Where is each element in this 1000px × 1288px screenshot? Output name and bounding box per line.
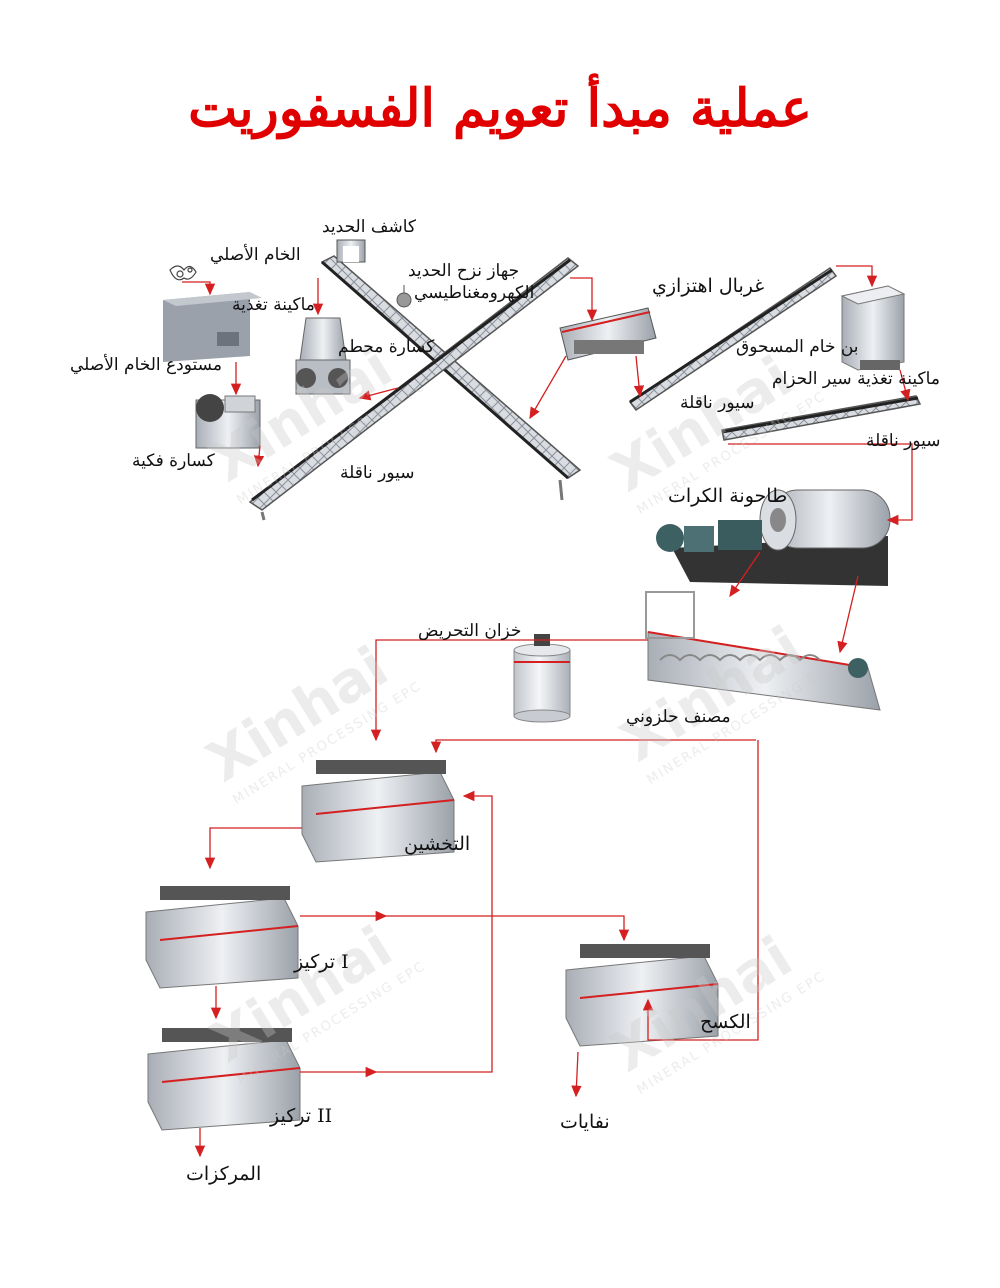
flotation-cell-cleaning-2 [147,1028,301,1131]
vibrating-screen [559,307,657,361]
cone-crusher [295,317,351,395]
electromagnetic-remover [396,285,412,308]
label-crushed-ore-bin: بن خام المسحوق [736,337,859,357]
label-iron-detector: كاشف الحديد [322,217,416,237]
belt-conveyor-b [248,257,580,521]
flotation-cell-scavenging [565,944,719,1047]
belt-conveyor-c [628,266,838,412]
label-feeder: ماكينة تغذية [232,295,315,315]
label-belt-feeder: ماكينة تغذية سير الحزام [772,369,940,389]
ball-mill [656,489,891,586]
label-raw-ore: الخام الأصلي [210,245,301,265]
crushed-ore-bin [840,285,906,371]
page-title: عملية مبدأ تعويم الفسفوريت [188,78,812,139]
label-ball-mill: طاحونة الكرات [668,485,788,507]
label-tailings: نفايات [560,1111,610,1133]
label-agitation-tank: خزان التحريض [418,621,522,641]
belt-conveyor-a [320,255,582,501]
iron-detector [336,239,366,263]
belt-conveyor-d [721,395,922,441]
agitation-tank [513,634,571,723]
label-raw-ore-bin: مستودع الخام الأصلي [70,355,222,375]
spiral-classifier [645,591,881,711]
label-spiral-classifier: مصنف حلزوني [626,707,731,727]
label-scavenging: الكسح [700,1011,751,1033]
label-vibrating-screen: غربال اهتزازي [652,275,765,297]
flotation-cell-cleaning-1 [145,886,299,989]
label-roughing: التخشين [404,833,471,855]
label-cone-crusher: كسارة محطم [338,337,435,357]
flotation-cell-roughing [301,760,455,863]
label-belt-conveyor-2: سيور ناقلة [680,393,755,413]
label-belt-conveyor-1: سيور ناقلة [340,463,415,483]
label-concentrate: المركزات [186,1163,262,1185]
label-jaw-crusher: كسارة فكية [132,451,215,471]
raw-ore-icon [169,265,197,281]
label-belt-conveyor-3: سيور ناقلة [866,431,941,451]
label-cleaning-1: I تركيز [294,951,349,973]
label-cleaning-2: II تركيز [270,1105,333,1127]
label-iron-remover-2: الكهرومغناطيسي [414,283,535,303]
jaw-crusher [195,394,261,449]
label-iron-remover-1: جهاز نزح الحديد [408,261,520,281]
raw-ore-bin [163,292,262,362]
flow-arrows [182,265,913,1158]
